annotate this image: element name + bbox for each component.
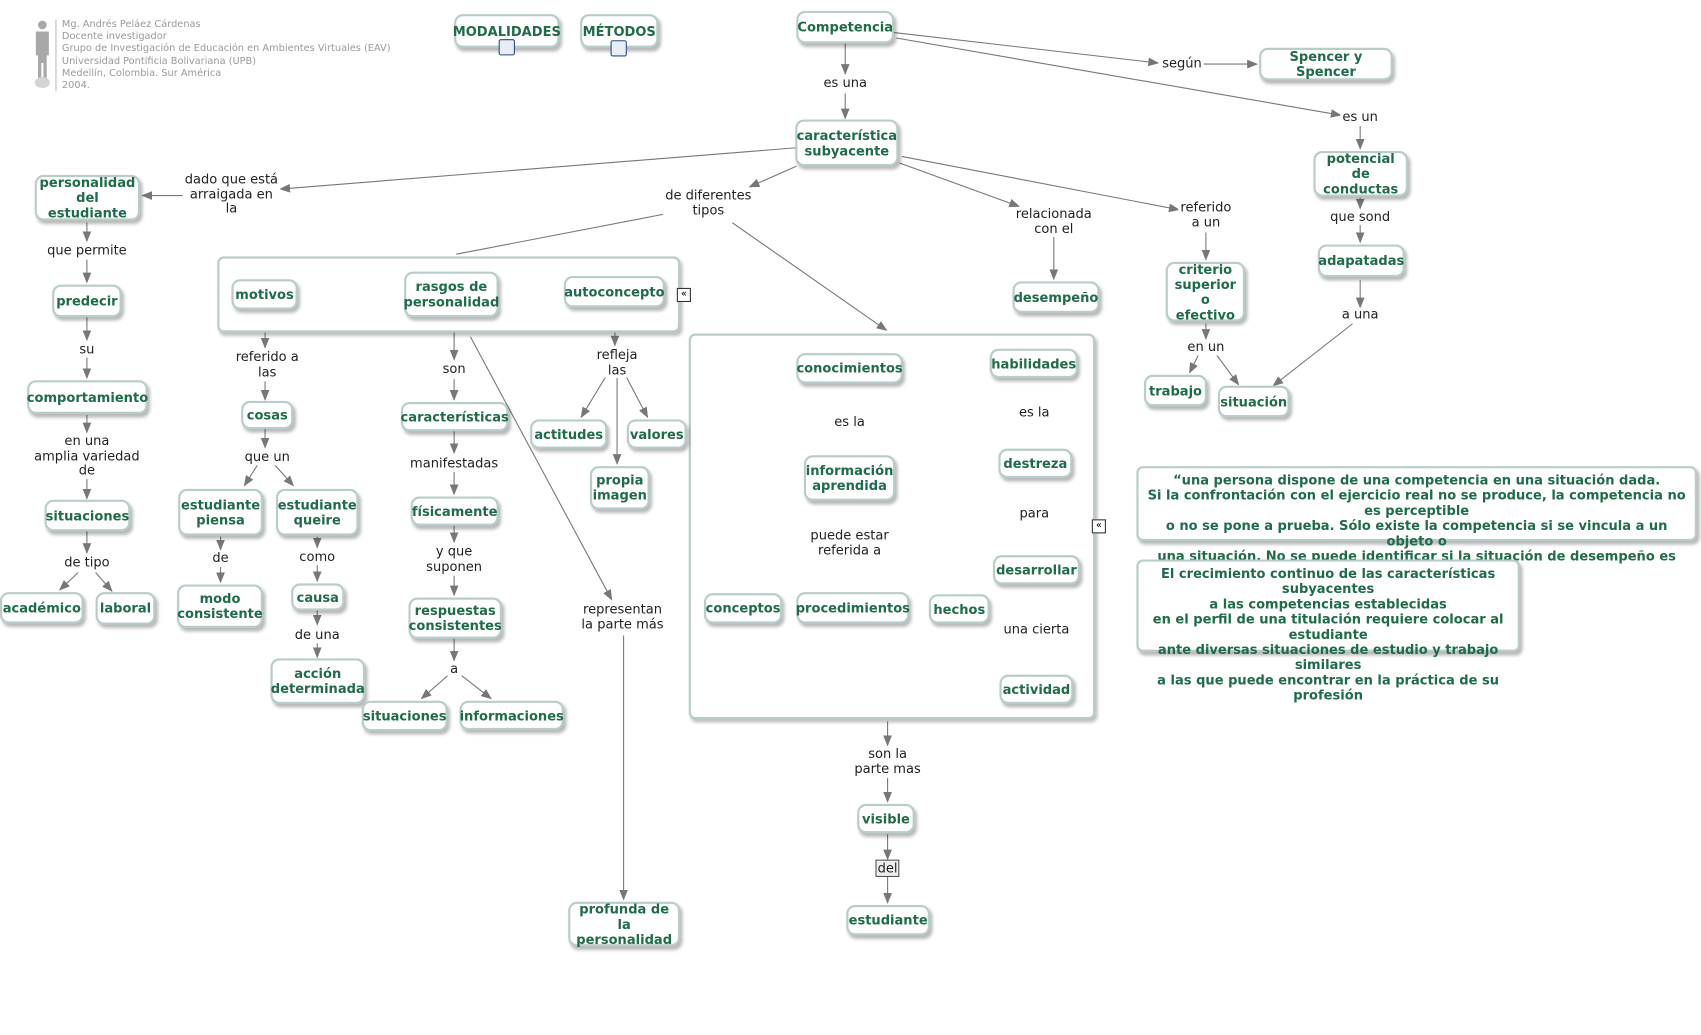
- note-quote[interactable]: “una persona dispone de una competencia …: [1136, 466, 1697, 579]
- node-informaciones[interactable]: informaciones: [459, 700, 564, 731]
- node-estudiante[interactable]: estudiante: [846, 904, 930, 936]
- link-es-un: es un: [1340, 109, 1381, 125]
- node-rasgos[interactable]: rasgos de personalidad: [403, 271, 499, 318]
- node-situaciones-left[interactable]: situaciones: [44, 499, 131, 532]
- link-y-que: y que suponen: [424, 544, 485, 575]
- link-para: para: [1017, 506, 1052, 522]
- link-que-sond: que sond: [1327, 209, 1393, 225]
- link-es-una: es una: [821, 76, 870, 91]
- link-es-la-1: es la: [832, 415, 868, 430]
- credit-divider: [55, 19, 57, 92]
- link-son-la: son la parte mas: [852, 746, 923, 777]
- note-crecimiento[interactable]: El crecimiento continuo de las caracterí…: [1136, 559, 1520, 703]
- collapse-tipos-icon[interactable]: «: [676, 287, 691, 303]
- link-amplia: en una amplia variedad de: [31, 434, 142, 479]
- node-respuestas[interactable]: respuestas consistentes: [408, 597, 502, 639]
- link-puede-estar: puede estar referida a: [808, 528, 891, 558]
- node-accion[interactable]: acción determinada: [270, 658, 366, 704]
- node-predecir[interactable]: predecir: [52, 284, 122, 318]
- link-del: del: [873, 859, 902, 877]
- node-conocimientos[interactable]: conocimientos: [796, 353, 903, 384]
- node-caracteristicas[interactable]: características: [401, 401, 509, 432]
- link-refleja: refleja las: [594, 347, 640, 378]
- node-caracteristica[interactable]: característica subyacente: [795, 119, 899, 167]
- link-de-una: de una: [292, 628, 342, 643]
- link-de: de: [210, 551, 231, 566]
- link-son: son: [440, 361, 468, 377]
- person-silhouette-icon: [34, 20, 50, 88]
- link-referido-a-las: referido a las: [233, 350, 301, 380]
- node-personalidad[interactable]: personalidad del estudiante: [34, 174, 141, 221]
- node-academico[interactable]: académico: [0, 592, 84, 624]
- group-conocimientos: [688, 333, 1096, 720]
- node-competencia[interactable]: Competencia: [796, 10, 895, 44]
- node-autoconcepto[interactable]: autoconcepto: [563, 275, 665, 308]
- node-habilidades[interactable]: habilidades: [989, 348, 1078, 379]
- node-adapatadas[interactable]: adapatadas: [1317, 244, 1405, 278]
- node-valores[interactable]: valores: [626, 419, 687, 449]
- author-credit: Mg. Andrés Peláez Cárdenas Docente inves…: [61, 19, 391, 92]
- node-potencial[interactable]: potencial de conductas: [1313, 151, 1408, 197]
- node-laboral[interactable]: laboral: [95, 592, 156, 625]
- link-de-tipo: de tipo: [62, 555, 112, 571]
- node-situacion[interactable]: situación: [1217, 385, 1290, 418]
- link-que-permite: que permite: [44, 243, 129, 259]
- node-cosas[interactable]: cosas: [241, 400, 294, 430]
- node-profunda[interactable]: profunda de la personalidad: [568, 901, 681, 947]
- node-spencer[interactable]: Spencer y Spencer: [1259, 47, 1393, 81]
- node-destreza[interactable]: destreza: [998, 448, 1073, 479]
- link-su: su: [77, 342, 97, 358]
- node-fisicamente[interactable]: físicamente: [410, 496, 499, 526]
- node-modo[interactable]: modo consistente: [177, 584, 263, 628]
- node-motivos[interactable]: motivos: [231, 279, 298, 310]
- link-una-cierta: una cierta: [1001, 622, 1072, 638]
- node-estudiante-queire[interactable]: estudiante queire: [275, 488, 359, 536]
- node-criterio[interactable]: criterio superior o efectivo: [1165, 261, 1246, 322]
- link-del-text: del: [875, 859, 900, 877]
- node-causa[interactable]: causa: [291, 583, 345, 611]
- collapse-conocimientos-icon[interactable]: «: [1091, 519, 1106, 534]
- node-propia-imagen[interactable]: propia imagen: [589, 466, 650, 510]
- node-trabajo[interactable]: trabajo: [1143, 374, 1207, 407]
- link-a: a: [447, 661, 461, 677]
- link-en-un: en un: [1185, 340, 1227, 355]
- link-manifestadas: manifestadas: [407, 456, 501, 472]
- submap-metodos-icon[interactable]: [610, 40, 627, 57]
- node-visible[interactable]: visible: [857, 803, 915, 834]
- link-dado-que: dado que está arraigada en la: [182, 172, 281, 217]
- submap-modalidades-icon[interactable]: [498, 39, 515, 56]
- node-actitudes[interactable]: actitudes: [530, 419, 608, 449]
- node-estudiante-piensa[interactable]: estudiante piensa: [178, 488, 263, 536]
- node-comportamiento[interactable]: comportamiento: [27, 380, 148, 414]
- node-hechos[interactable]: hechos: [928, 594, 990, 624]
- link-como: como: [297, 549, 338, 565]
- node-desarrollar[interactable]: desarrollar: [992, 555, 1080, 585]
- link-de-diferentes: de diferentes tipos: [663, 188, 754, 218]
- node-conceptos[interactable]: conceptos: [703, 593, 783, 624]
- node-informacion[interactable]: información aprendida: [803, 455, 896, 501]
- link-relacionada: relacionada con el: [1013, 206, 1094, 237]
- link-es-la-2: es la: [1016, 405, 1052, 421]
- node-desempeno[interactable]: desempeño: [1012, 281, 1100, 313]
- node-metodos[interactable]: MÉTODOS: [580, 14, 659, 48]
- link-que-un: que un: [242, 449, 293, 465]
- link-a-una: a una: [1339, 307, 1381, 323]
- node-actividad[interactable]: actividad: [999, 674, 1074, 704]
- link-segun: según: [1160, 56, 1204, 72]
- node-situaciones-mid[interactable]: situaciones: [361, 700, 448, 732]
- node-procedimientos[interactable]: procedimientos: [796, 592, 910, 624]
- link-referido-a-un: referido a un: [1178, 200, 1234, 230]
- link-representan: representan la parte más: [579, 602, 666, 632]
